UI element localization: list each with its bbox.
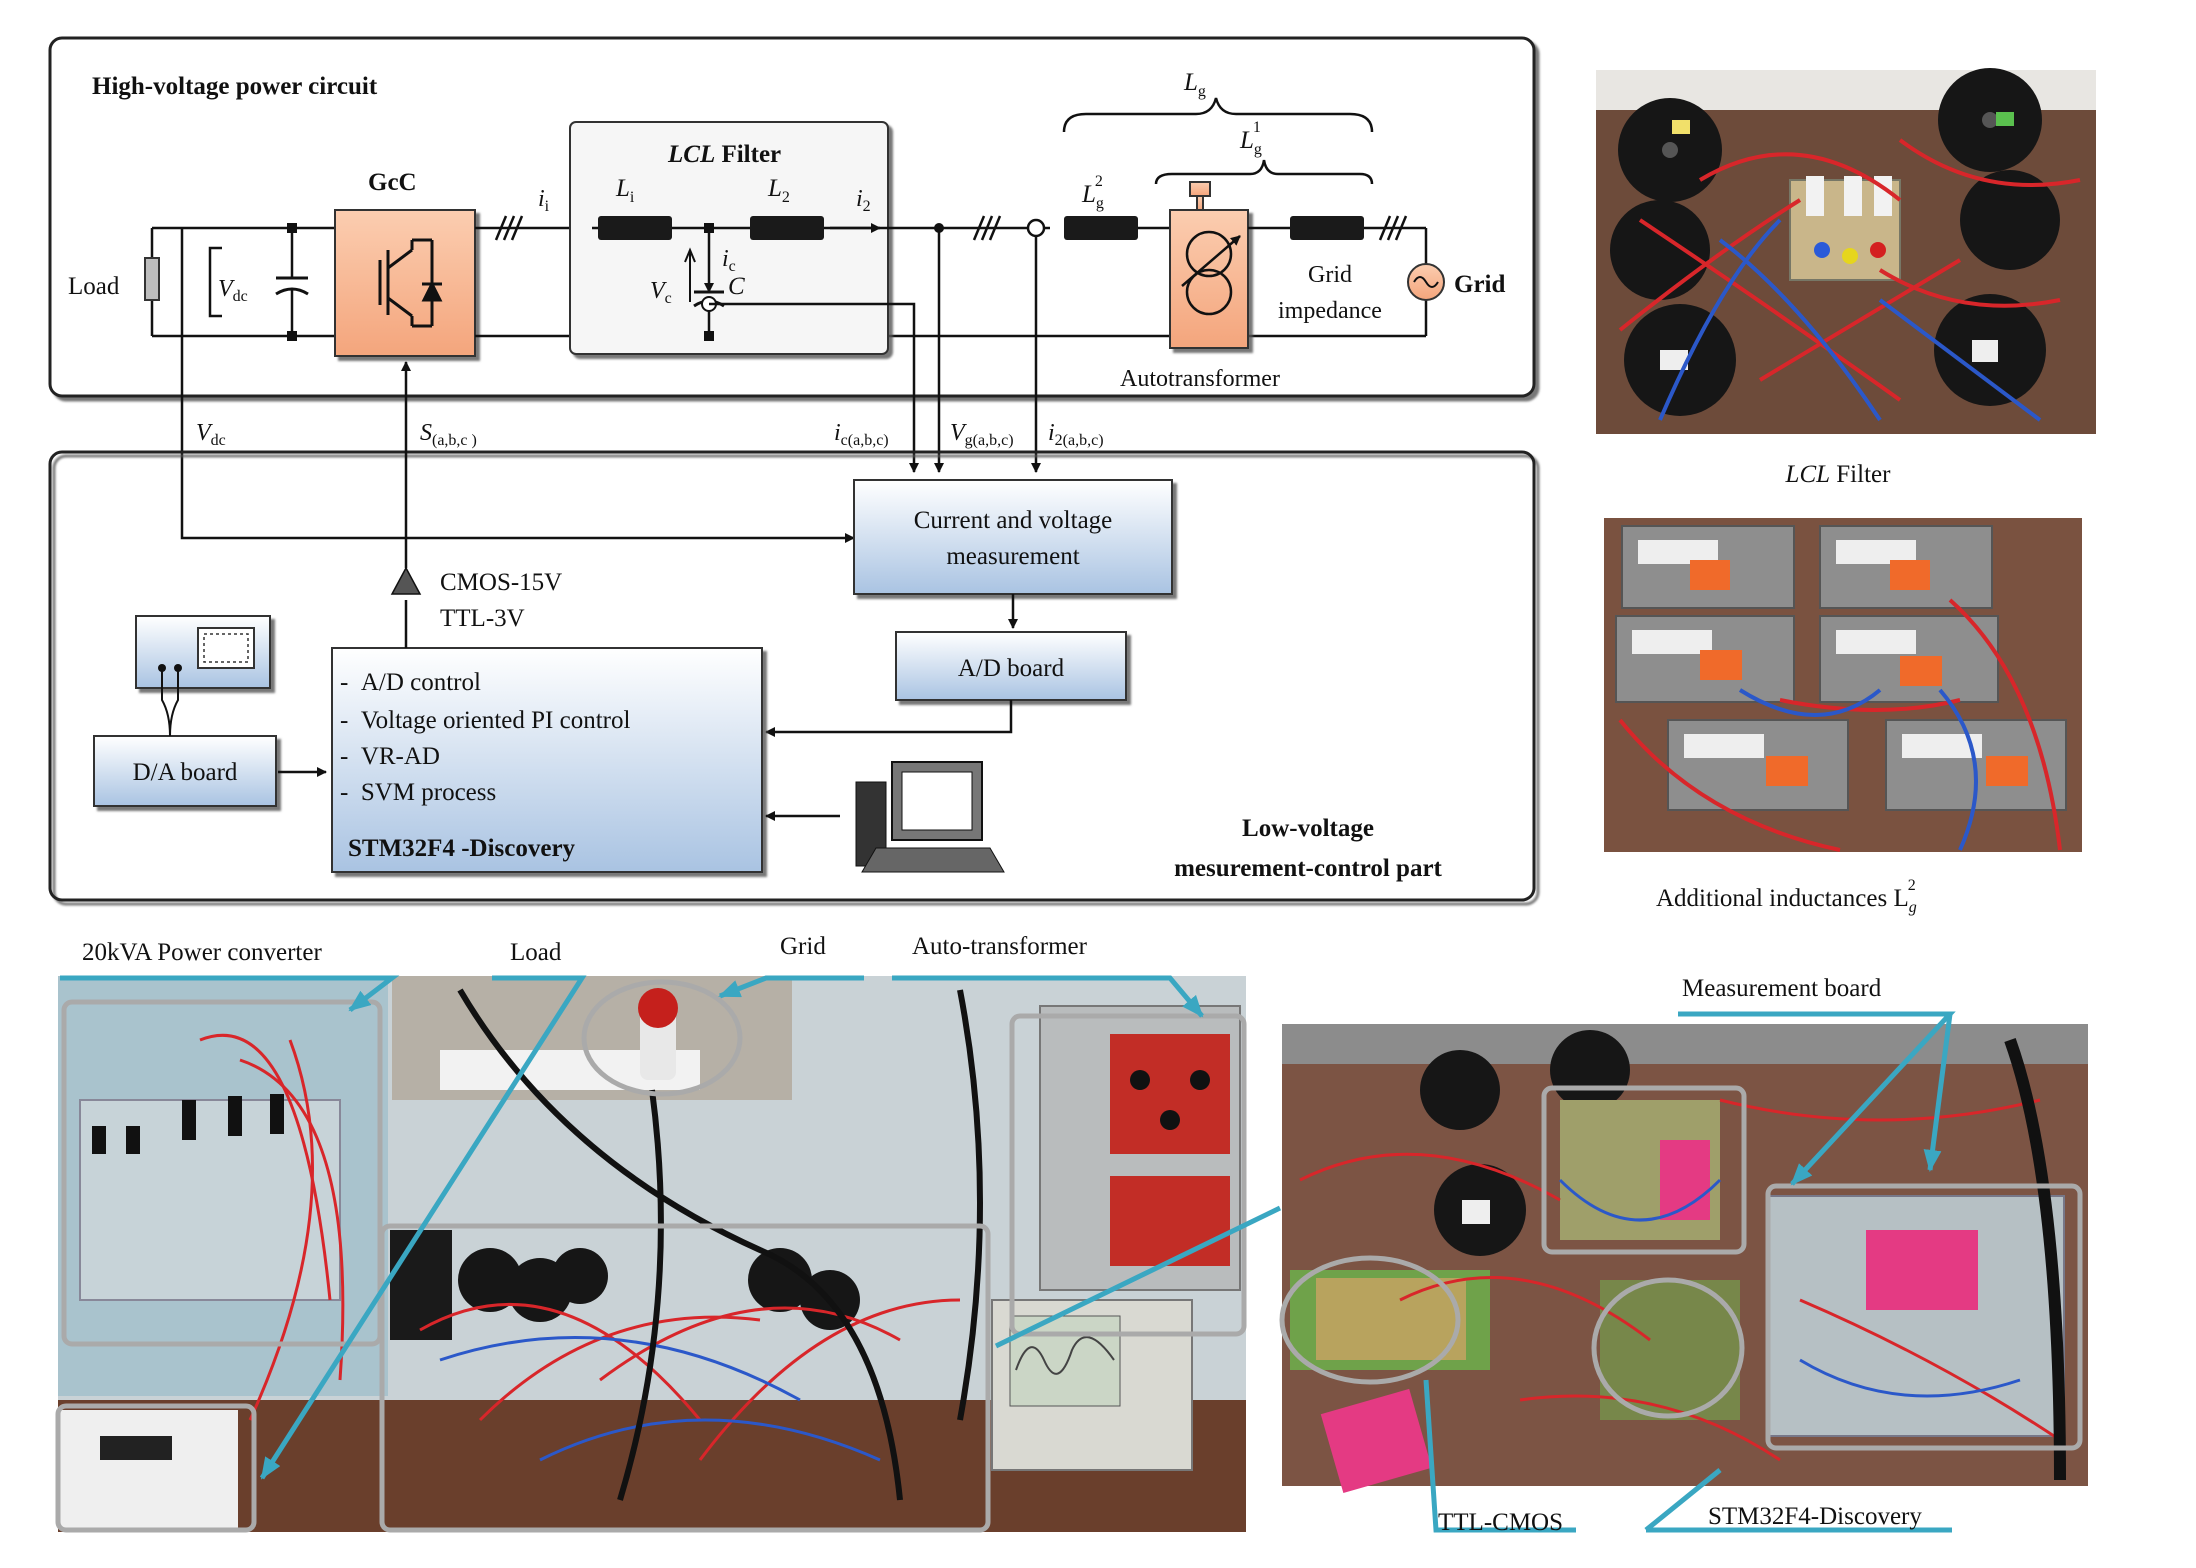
vg-i2-sensor (1026, 218, 1046, 238)
power-circuit-panel: High-voltage power circuit Load Vdc GcC (48, 36, 1536, 543)
capacitor-label: C (728, 273, 745, 300)
grid-highlight (581, 979, 743, 1097)
lcl-photo-caption: LCL Filter (1785, 461, 1892, 488)
inductances-photo-caption: Additional inductances Lg2 (1656, 877, 1917, 916)
ad-board-label: A/D board (958, 655, 1065, 682)
control-list-item: - Voltage oriented PI control (340, 707, 630, 734)
grid-impedance-label-1: Grid (1308, 262, 1352, 288)
callout-measurement-board: Measurement board (1682, 975, 1882, 1002)
signal-i2-label: i2(a,b,c) (1048, 420, 1104, 449)
ic-label: ic (722, 246, 736, 275)
autotransformer-icon (1169, 181, 1249, 349)
measurement-block (853, 479, 1173, 595)
signal-s-label: S(a,b,c ) (420, 420, 477, 449)
lcl-filter-photo (1596, 68, 2096, 434)
vdc-label: Vdc (218, 276, 248, 305)
stm32-highlight (1591, 1277, 1745, 1419)
callout-autotransformer: Auto-transformer (912, 933, 1088, 960)
grid-impedance-inductor (1290, 216, 1364, 240)
measurement-board-highlight-2 (1765, 1183, 2083, 1451)
load-highlight (55, 1403, 257, 1533)
lg-brace (1062, 97, 1374, 133)
inductor-lg2 (1064, 216, 1138, 240)
gcc-converter-block (334, 209, 476, 357)
callout-ttl-cmos: TTL-CMOS (1438, 1509, 1563, 1536)
signal-vdc-label: Vdc (196, 420, 226, 449)
lg-label: Lg (1183, 69, 1206, 100)
computer-icon (855, 761, 1005, 873)
autotransformer-highlight (1009, 1013, 1247, 1337)
gcc-label: GcC (368, 169, 417, 196)
inductances-photo (1604, 518, 2082, 852)
converter-highlight (61, 999, 383, 1347)
da-board-block (93, 735, 277, 807)
da-board-label: D/A board (133, 759, 238, 786)
signal-ic-label: ic(a,b,c) (834, 420, 889, 449)
measurement-board-highlight-1 (1541, 1085, 1747, 1255)
control-part-panel: Current and voltage measurement A/D boar… (48, 361, 1536, 902)
load-resistor (144, 257, 160, 301)
grid-label: Grid (1454, 271, 1505, 298)
control-part-title-2: mesurement-control part (1174, 855, 1442, 882)
control-list-item: - A/D control (340, 669, 481, 696)
vc-label: Vc (650, 278, 672, 307)
control-part-title-1: Low-voltage (1242, 815, 1374, 842)
test-bench-photo (58, 976, 1246, 1532)
ttl-label: TTL-3V (440, 605, 525, 632)
signal-vg-label: Vg(a,b,c) (950, 420, 1014, 449)
callout-stm32: STM32F4-Discovery (1708, 1503, 1922, 1530)
i2-label: i2 (856, 186, 871, 215)
inductor-li (598, 216, 672, 240)
ttl-cmos-highlight (1279, 1255, 1461, 1385)
lg2-label: Lg2 (1081, 173, 1104, 212)
control-list-item: - VR-AD (340, 743, 440, 770)
cmos-label: CMOS-15V (440, 569, 562, 596)
stm32-block (331, 647, 763, 873)
callout-load: Load (510, 939, 562, 966)
control-list-item: - SVM process (340, 779, 496, 806)
lcl-filter-title: LCL Filter (667, 141, 781, 168)
igbt-icon (378, 238, 443, 328)
lg1-label: Lg1 (1239, 119, 1262, 158)
lcl-highlight (379, 1223, 991, 1533)
buffer-triangle-icon (390, 566, 422, 595)
l2-label: L2 (767, 175, 790, 206)
autotransformer-label: Autotransformer (1120, 366, 1280, 392)
stm32-label: STM32F4 -Discovery (348, 835, 576, 862)
callout-converter: 20kVA Power converter (82, 939, 322, 966)
measurement-label-2: measurement (946, 543, 1079, 570)
load-label: Load (68, 273, 120, 300)
ii-label: ii (538, 186, 550, 215)
ad-board-block (895, 631, 1127, 701)
lcl-filter-block (569, 121, 889, 355)
callout-grid: Grid (780, 933, 826, 960)
power-circuit-title: High-voltage power circuit (92, 73, 378, 100)
oscilloscope-icon (135, 615, 271, 737)
lg1-brace (1154, 159, 1374, 185)
grid-impedance-label-2: impedance (1278, 298, 1382, 324)
inductor-l2 (750, 216, 824, 240)
control-board-photo (1282, 1024, 2088, 1494)
li-label: Li (615, 175, 635, 206)
measurement-label-1: Current and voltage (914, 507, 1113, 534)
